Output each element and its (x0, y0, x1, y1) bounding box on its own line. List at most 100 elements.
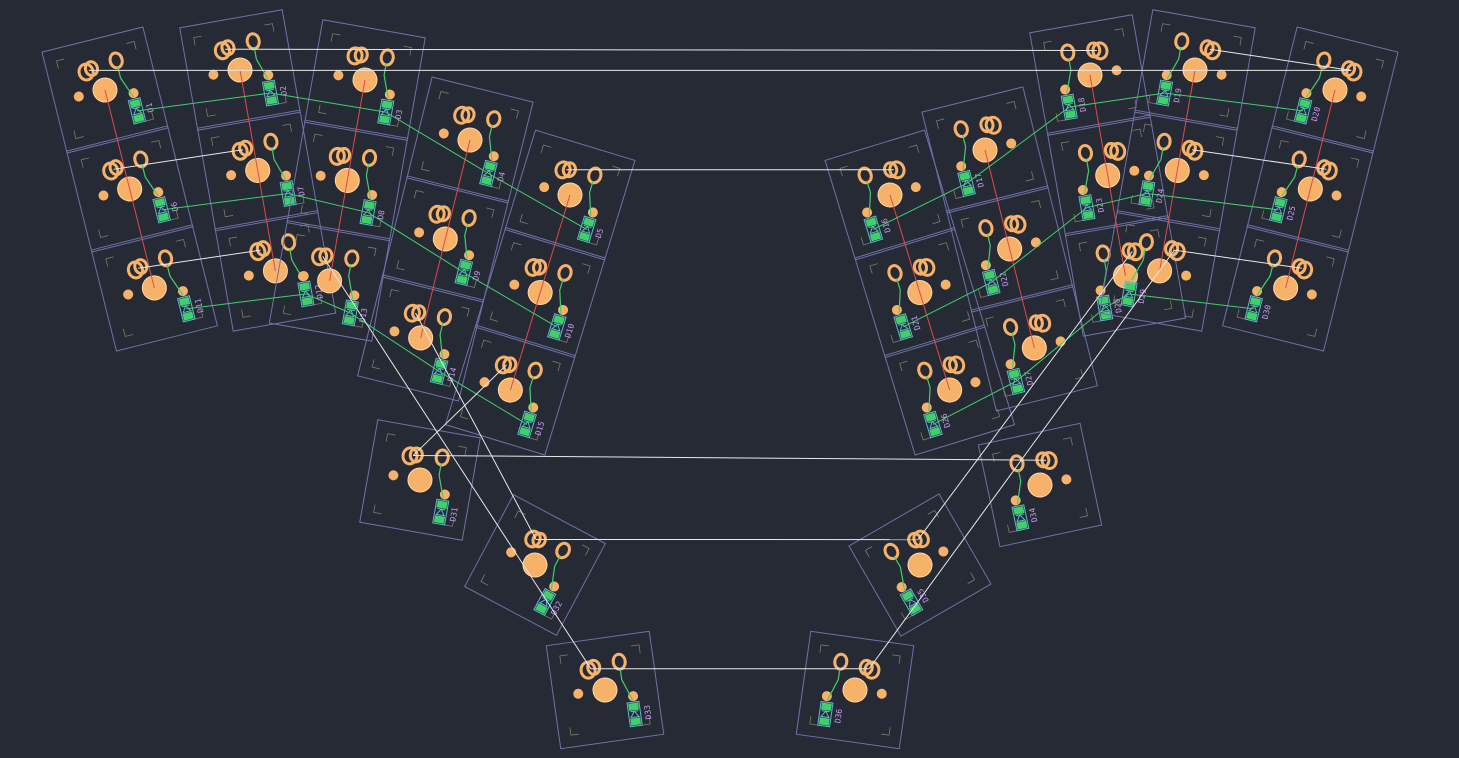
hotswap-pad (555, 541, 571, 560)
ratsnest-line (868, 249, 1175, 670)
diode-ref-label: D10 (563, 322, 576, 339)
hotswap-pad (833, 652, 849, 671)
courtyard-marks (210, 123, 305, 218)
pad-diode-trace (529, 376, 534, 412)
footprint-d35[interactable]: D35 (848, 493, 992, 637)
pad-diode-trace (1166, 47, 1182, 80)
ratsnest-line (413, 454, 1046, 461)
diode-ref-label: D3 (394, 109, 405, 120)
switch-pin (628, 691, 639, 702)
switch-pin (1301, 88, 1312, 99)
pad-diode-trace (464, 223, 469, 259)
footprint-d36[interactable]: D36 (795, 630, 915, 750)
switch-pin (479, 377, 490, 388)
pad-diode-trace (550, 555, 561, 590)
footprint-d4[interactable]: D4 (406, 76, 534, 204)
diode-ref-label: D30 (1261, 304, 1273, 320)
courtyard-marks (396, 189, 495, 288)
pad-diode-trace (1131, 247, 1146, 281)
courtyard-marks (992, 437, 1088, 533)
footprint-d33[interactable]: D33 (545, 630, 665, 750)
hotswap-pad (328, 146, 346, 166)
hotswap-pad (1181, 139, 1197, 157)
diode-d2: D2 (261, 79, 289, 107)
courtyard-marks (80, 139, 179, 238)
courtyard-marks (193, 23, 287, 117)
diode-ref-label: D8 (376, 209, 387, 220)
switch-pin (1198, 170, 1209, 181)
traces-layer (104, 69, 1336, 425)
ratsnest-line (225, 48, 1097, 51)
hotswap-pad (126, 260, 145, 280)
row-trace (161, 193, 558, 328)
hotswap-pad (1174, 32, 1190, 51)
switch-center-pad (592, 677, 618, 703)
hotswap-pad (434, 448, 450, 467)
pad-diode-trace (117, 66, 135, 98)
hotswap-pad (1156, 132, 1172, 151)
switch-pin (891, 305, 902, 316)
pad-diode-trace (986, 233, 991, 269)
hotswap-pad (1186, 141, 1204, 161)
courtyard-marks (1130, 123, 1225, 218)
hotswap-pad (1035, 451, 1051, 469)
courtyard-marks (489, 242, 591, 343)
hotswap-pad (524, 529, 542, 549)
hotswap-pad (461, 209, 477, 228)
hotswap-pad (249, 242, 267, 262)
hotswap-pad (1040, 451, 1058, 471)
ratsnest-overlay-layer (88, 48, 1352, 670)
switch-pin (1060, 84, 1071, 95)
footprint-outline (359, 419, 481, 541)
courtyard-marks (105, 238, 204, 337)
footprints-layer: D1D2D3D4D5D6D7D8D9D10D11D12D13D14D15D16D… (41, 9, 1399, 750)
diode-d5: D5 (576, 215, 605, 244)
hotswap-pad (1199, 39, 1215, 57)
hotswap-pad (1138, 233, 1154, 252)
courtyard-marks (371, 288, 470, 387)
diode-ref-label: D19 (1172, 87, 1183, 103)
switch-pin (1252, 286, 1263, 297)
switch-pin (940, 279, 951, 290)
hotswap-pad (1204, 41, 1222, 61)
diode-d14: D14 (429, 357, 458, 386)
diode-d33: D33 (626, 700, 653, 728)
diode-d12: D12 (297, 280, 325, 308)
courtyard-marks (869, 242, 971, 343)
ratsnest-line (412, 364, 507, 456)
hotswap-pad (318, 247, 334, 265)
diode-d32: D32 (533, 587, 564, 617)
footprint-d15[interactable]: D15 (444, 324, 576, 456)
switch-pin (1005, 359, 1016, 370)
diode-d36: D36 (817, 700, 844, 728)
switch-pin (297, 271, 308, 282)
switch-pin (98, 190, 109, 201)
diode-ref-label: D12 (313, 284, 324, 300)
switch-pin (243, 270, 254, 281)
ratsnest-line (1192, 149, 1327, 170)
hotswap-pad (361, 149, 378, 167)
hotswap-pad (346, 46, 364, 66)
pad-diode-trace (348, 264, 354, 300)
switch-pin (1181, 270, 1192, 281)
hotswap-pad (311, 247, 329, 267)
footprint-d3[interactable]: D3 (304, 19, 426, 141)
column-trace (239, 69, 276, 271)
hotswap-pad (435, 205, 451, 223)
diode-d4: D4 (479, 159, 507, 188)
footprint-d34[interactable]: D34 (977, 422, 1103, 548)
diode-ref-label: D20 (1310, 106, 1322, 122)
hotswap-pad (561, 161, 577, 179)
footprint-d32[interactable]: D32 (463, 493, 607, 637)
footprint-d31[interactable]: D31 (359, 419, 481, 541)
hotswap-pad (1091, 41, 1109, 61)
hotswap-pad (1295, 260, 1314, 280)
switch-pin (1331, 190, 1342, 201)
diode-ref-label: D29 (1137, 288, 1148, 304)
hotswap-pad (531, 531, 547, 549)
switch-pin (439, 489, 450, 500)
column-trace (984, 149, 1035, 349)
diode-d28: D28 (1096, 294, 1124, 322)
pad-diode-trace (439, 322, 444, 358)
